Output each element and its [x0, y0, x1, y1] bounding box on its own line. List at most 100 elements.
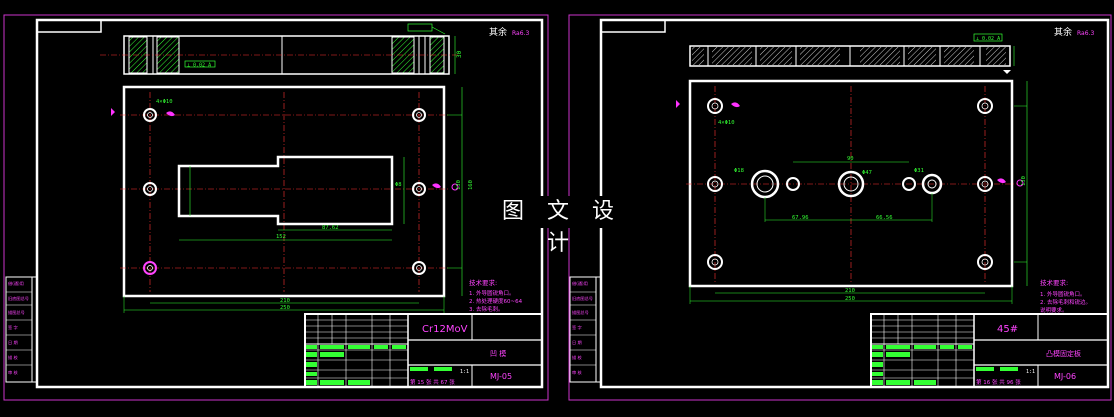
right-tech-2: 2. 去除毛刺和锐边。 [1040, 298, 1091, 306]
hatch-area [944, 47, 974, 65]
left-surface-note: 其余 [489, 26, 507, 38]
right-outer-frame [568, 14, 1112, 401]
hatch-area [800, 47, 840, 65]
left-drawing-no: MJ-05 [490, 372, 512, 381]
left-tech-1: 1. 外导圆锐角口。 [469, 289, 515, 297]
left-margin-table: 借(通)用 旧底图总号 描图总号 签 字 日 期 描 校 审 核 [5, 276, 38, 383]
bolt-hole [707, 176, 723, 192]
right-tech-3: 说明要求。 [1040, 306, 1068, 314]
pin-hole [902, 177, 916, 191]
bolt-hole [977, 176, 993, 192]
hatch-area [760, 47, 792, 65]
right-title-block: 45# 凸模固定板 MJ-06 1:1 第 16 张 共 96 张 [870, 313, 1109, 388]
margin-label: 签 字 [572, 324, 582, 330]
right-dim-overall: 250 [845, 296, 855, 302]
left-sheet: 其余 Ra6.3 ⊥ 0.02 A 30 [3, 14, 549, 401]
right-drawing-no: MJ-06 [1054, 372, 1076, 381]
watermark-label: 图 文 设 计 [486, 196, 638, 256]
right-surface-note: 其余 [1054, 26, 1072, 38]
left-scale: 1:1 [460, 369, 469, 375]
bolt-hole [977, 254, 993, 270]
left-dim-overall: 250 [280, 305, 290, 311]
right-dim-hole-mid: Φ31 [914, 168, 924, 174]
punch-hole [837, 170, 865, 198]
bolt-hole [977, 98, 993, 114]
left-outer-frame [3, 14, 549, 401]
left-tech-3: 3. 去除毛刺。 [469, 305, 504, 313]
right-sheet-count: 第 16 张 共 96 张 [976, 378, 1021, 386]
right-dim-hole-47: Φ47 [862, 170, 872, 176]
margin-label: 日 期 [8, 340, 18, 346]
margin-label: 描 校 [8, 354, 19, 361]
margin-label: 签 字 [8, 324, 18, 330]
right-section-view: ⊥ 0.02 A [689, 33, 1015, 74]
left-dim-pocket: 87.62 [322, 225, 339, 231]
left-dim-height: 130 [456, 180, 462, 190]
right-plan-view: 4×Φ10 Φ18 Φ47 Φ31 90 67.96 66.56 130 210… [676, 79, 1028, 304]
left-part-name: 凹 模 [490, 349, 506, 358]
margin-label: 审 核 [8, 369, 19, 376]
left-dim-holes: 4×Φ10 [156, 99, 173, 105]
right-tech-title: 技术要求: [1040, 278, 1068, 287]
right-tolerance-frame [973, 33, 1003, 42]
right-dim-pitch: 210 [845, 288, 855, 294]
margin-label: 描 校 [572, 354, 583, 361]
left-section-view: ⊥ 0.02 A 30 [100, 23, 463, 75]
right-material: 45# [997, 324, 1018, 335]
bolt-hole [412, 108, 426, 122]
left-tolerance-box: ⊥ 0.02 A [187, 63, 211, 69]
right-inner-border [599, 18, 1110, 389]
left-dim-side: 160 [468, 180, 474, 190]
left-sheet-count: 第 15 张 共 67 张 [410, 378, 455, 386]
left-dim-depth: 30 [456, 50, 463, 58]
right-dim-left-pos: 67.96 [792, 215, 809, 221]
bolt-hole [143, 108, 157, 122]
left-dim-small: Φ8 [395, 182, 402, 188]
bolt-hole [412, 182, 426, 196]
left-top-tab [36, 19, 102, 33]
margin-label: 描图总号 [8, 309, 25, 316]
right-scale: 1:1 [1026, 369, 1035, 375]
right-sheet: 其余 Ra6.3 ⊥ 0.02 A [568, 14, 1112, 401]
bolt-hole [143, 182, 157, 196]
bolt-hole [707, 254, 723, 270]
bolt-hole [412, 261, 426, 275]
right-tolerance-box: ⊥ 0.02 A [976, 36, 1000, 42]
left-tolerance-frame [184, 60, 216, 68]
right-dim-90: 90 [847, 156, 854, 162]
hatch-area [712, 47, 752, 65]
left-dim-pitch: 210 [280, 298, 290, 304]
left-tech-2: 2. 热处理硬度60~64 [469, 297, 523, 305]
right-margin-table: 借(通)用 旧底图总号 描图总号 签 字 日 期 描 校 审 核 [569, 276, 602, 383]
left-plan-view: 4×Φ10 Φ8 152 87.62 130 160 210 250 [111, 85, 474, 313]
hatch-area [860, 47, 900, 65]
right-tech-1: 1. 外导圆锐角口。 [1040, 290, 1086, 298]
right-surface-symbol: Ra6.3 [1077, 30, 1094, 37]
left-tech-title: 技术要求: [469, 278, 497, 287]
right-top-tab [600, 19, 666, 33]
bolt-hole [707, 98, 723, 114]
bolt-hole [143, 261, 157, 275]
margin-label: 审 核 [572, 369, 583, 376]
right-dim-right-pos: 66.56 [876, 215, 893, 221]
left-title-block: Cr12MoV 凹 模 MJ-05 1:1 第 15 张 共 67 张 [304, 313, 543, 388]
margin-label: 借(通)用 [8, 280, 24, 287]
right-dim-height: 130 [1021, 176, 1027, 186]
left-material: Cr12MoV [422, 324, 468, 335]
right-dim-holes: 4×Φ10 [718, 120, 735, 126]
hatch-area [908, 47, 936, 65]
right-part-name: 凸模固定板 [1046, 349, 1081, 358]
pin-hole [786, 177, 800, 191]
die-pocket [177, 155, 394, 226]
margin-label: 描图总号 [572, 309, 589, 316]
margin-label: 日 期 [572, 340, 582, 346]
margin-label: 借(通)用 [572, 280, 588, 287]
margin-label: 旧底图总号 [572, 295, 593, 302]
hatch-area [986, 47, 1006, 65]
right-dim-hole-big: Φ18 [734, 168, 744, 174]
margin-label: 旧底图总号 [8, 295, 29, 302]
left-surface-symbol: Ra6.3 [512, 30, 529, 37]
left-dim-pocket-full: 152 [276, 234, 286, 240]
hatch-area [692, 47, 704, 65]
